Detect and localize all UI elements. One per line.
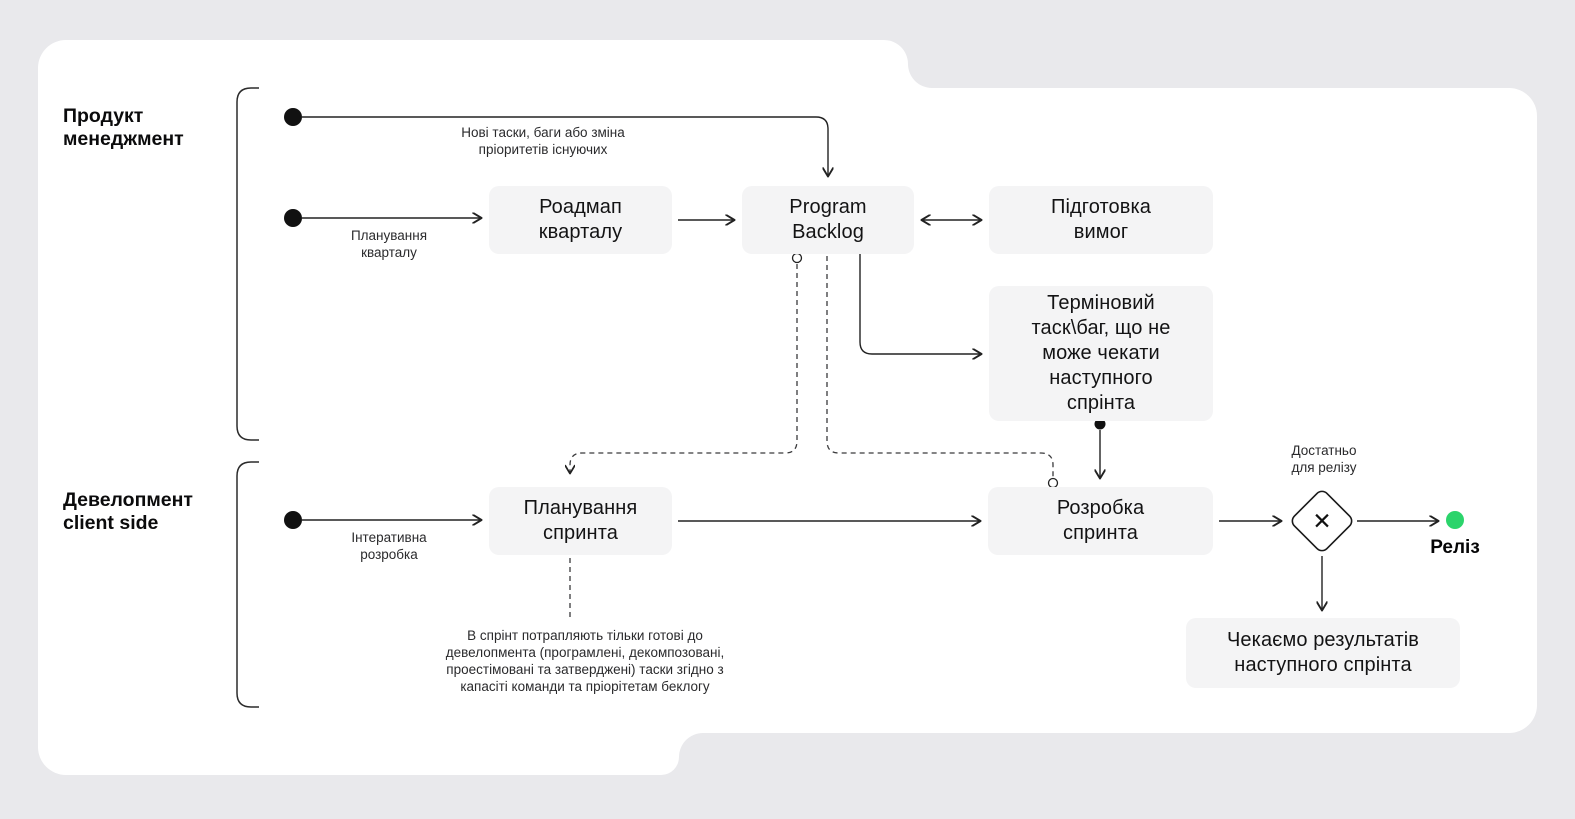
connector-new-tasks-to-backlog [302, 116, 828, 176]
start-event-dots [284, 108, 1464, 529]
node-requirements-preparation: Підготовка вимог [989, 186, 1213, 254]
dashed-backlog-to-sprint-planning [570, 264, 798, 473]
label-new-tasks: Нові таски, баги або зміна пріоритетів і… [461, 125, 625, 157]
gateway-x-icon: ✕ [1312, 507, 1332, 534]
gateway-diamond [1291, 490, 1353, 552]
dashed-connectors [570, 256, 1054, 617]
label-release: Реліз [1430, 537, 1480, 558]
node-roadmap-quarter: Роадмап кварталу [489, 186, 672, 254]
dashed-backlog-to-sprint-dev [826, 256, 1054, 477]
urgent-task-bottom-dot [1094, 418, 1106, 430]
label-iterative-development: Інтеративна розробка [351, 530, 427, 562]
node-program-backlog: Program Backlog [742, 186, 914, 254]
release-dot [1446, 511, 1464, 529]
backlog-dashed-port-circle [791, 252, 803, 264]
start-dot-iterative-development [284, 511, 302, 529]
lane-label-development-client-side: Девелопмент client side [63, 489, 193, 534]
node-urgent-task: Терміновий таск\баг, що не може чекати н… [989, 286, 1213, 421]
start-dot-new-tasks [284, 108, 302, 126]
start-dot-quarter-planning [284, 209, 302, 227]
lane-label-product-management: Продукт менеджмент [63, 105, 184, 150]
node-sprint-planning: Планування спринта [489, 487, 672, 555]
connector-backlog-to-urgent [859, 254, 981, 354]
label-sprint-note: В спрінт потрапляють тільки готові до де… [445, 628, 725, 694]
label-enough-for-release: Достатньо для релізу [1291, 443, 1357, 475]
solid-connectors [302, 116, 1438, 610]
node-sprint-development: Розробка спринта [988, 487, 1213, 555]
product-lane-bracket [236, 87, 259, 441]
node-waiting-next-sprint-results: Чекаємо результатів наступного спрінта [1186, 618, 1460, 688]
development-lane-bracket [236, 461, 259, 708]
label-quarter-planning: Планування кварталу [350, 228, 428, 260]
